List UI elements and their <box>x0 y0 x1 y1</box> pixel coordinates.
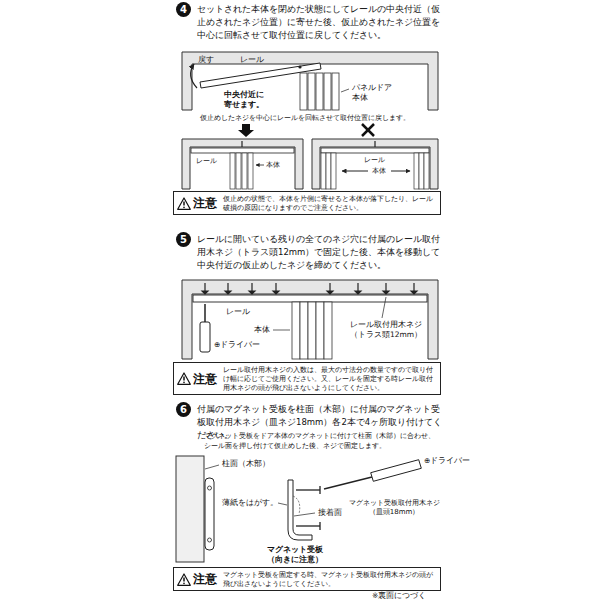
part-label: レール <box>364 155 385 164</box>
warning-icon <box>177 573 191 586</box>
door-frame <box>182 52 438 110</box>
door-frame <box>182 280 438 359</box>
move-arrow <box>391 171 410 172</box>
warning-icon <box>177 197 191 210</box>
rotate-rail-figure <box>182 52 438 110</box>
move-arrow <box>342 171 368 172</box>
note-label: 中央付近に寄せます。 <box>224 90 266 110</box>
part-label: 接着面 <box>318 508 342 518</box>
leader-line <box>205 465 219 469</box>
rail-fix-figure <box>182 280 438 359</box>
note-label: 薄紙をはがす。 <box>222 498 278 508</box>
step-instruction: セットされた本体を閉めた状態にしてレールの中央付近（仮止めされたネジ位置）に寄せ… <box>197 3 445 42</box>
tool-label: ⊕ドライバー <box>424 456 470 466</box>
rail <box>321 148 429 153</box>
step-number: 4 <box>180 5 187 15</box>
caution-text: 仮止めの状態で、本体を片側に寄せると本体が落下したり、レール破損の原因になります… <box>223 194 437 212</box>
caution-text: マグネット受板を固定する時、マグネット受板取付用木ネジの頭が飛び出さないようにし… <box>223 570 437 588</box>
correct-figure <box>182 139 303 189</box>
part-label: レール <box>226 307 250 317</box>
leader-line <box>341 89 349 92</box>
part-label: レール取付用木ネジ （トラス頭12mm） <box>348 320 424 340</box>
return-arrow <box>191 64 197 88</box>
continued-note: ※裏面につづく <box>372 592 426 600</box>
step-number: 6 <box>180 405 187 415</box>
part-label: レール <box>240 55 264 65</box>
rail <box>193 295 427 302</box>
pivot-screw <box>298 65 301 68</box>
step-number-circle: 4 <box>176 2 191 17</box>
wrong-mark <box>362 124 374 136</box>
caution-heading: 注意 <box>177 372 223 386</box>
part-label: レール <box>196 156 217 165</box>
sub-instruction: マグネット受板をドア本体のマグネットに付けて柱面（木部）に合わせ、シール面を押し… <box>204 431 440 451</box>
part-label: 本体 <box>254 325 270 335</box>
tool-label: ⊕ドライバー <box>214 340 260 350</box>
magnet-receiver <box>288 480 312 540</box>
caution-box: 注意仮止めの状態で、本体を片側に寄せると本体が落下したり、レール破損の原因になり… <box>173 191 441 215</box>
part-label: 本体 <box>266 160 280 169</box>
leader-line <box>294 513 315 516</box>
part-label: 本体 <box>372 166 386 175</box>
wood-screw <box>202 283 417 294</box>
screw-mark <box>374 141 375 147</box>
step-number-circle: 6 <box>176 402 191 417</box>
leader-arrow <box>256 165 264 166</box>
leader-line <box>382 297 386 318</box>
door-frame <box>312 139 438 189</box>
peel-sheet <box>293 496 300 514</box>
part-label: マグネット受板取付用木ネジ （皿頭18mm） <box>346 499 442 517</box>
screwdriver <box>200 304 210 352</box>
step-number: 5 <box>180 235 187 245</box>
part-label: 柱面（木部） <box>222 459 270 469</box>
caution-label: 注意 <box>193 572 217 586</box>
caution-box: 注意マグネット受板を固定する時、マグネット受板取付用木ネジの頭が飛び出さないよう… <box>173 567 441 591</box>
panel-door <box>321 153 429 189</box>
caution-heading: 注意 <box>177 572 223 586</box>
step-number-circle: 5 <box>176 232 191 247</box>
wrong-figure <box>312 139 438 189</box>
caution-heading: 注意 <box>177 196 223 210</box>
step-instruction: レールに開いている残りの全てのネジ穴に付属のレール取付用木ネジ（トラス頭12mm… <box>197 233 445 272</box>
down-arrow <box>238 124 254 137</box>
panel-door <box>292 302 332 359</box>
flat-plate <box>205 478 214 550</box>
figure-note: 仮止めしたネジを中心にレールを回転させて取付位置に戻します。 <box>200 113 410 123</box>
pillar <box>176 456 204 562</box>
part-label: パネルドア本体 <box>352 83 394 103</box>
caution-label: 注意 <box>193 196 217 210</box>
door-frame <box>182 139 303 189</box>
wood-screw <box>296 486 320 530</box>
panel-door <box>230 153 253 189</box>
panel-door <box>300 73 339 110</box>
rail <box>191 148 294 153</box>
part-label: 戻す <box>198 55 214 65</box>
warning-icon <box>177 372 191 385</box>
caution-box: 注意レール取付用木ネジの入数は、最大の寸法分の数量ですので取り付け幅に応じてご使… <box>173 362 441 395</box>
leader-line <box>278 503 287 505</box>
leader-line <box>273 330 290 331</box>
screwdriver <box>324 460 421 489</box>
screw-mark <box>241 141 242 147</box>
caution-label: 注意 <box>193 372 217 386</box>
caution-text: レール取付用木ネジの入数は、最大の寸法分の数量ですので取り付け幅に応じてご使用く… <box>223 365 437 392</box>
part-label: マグネット受板 （向きに注意） <box>262 545 328 564</box>
